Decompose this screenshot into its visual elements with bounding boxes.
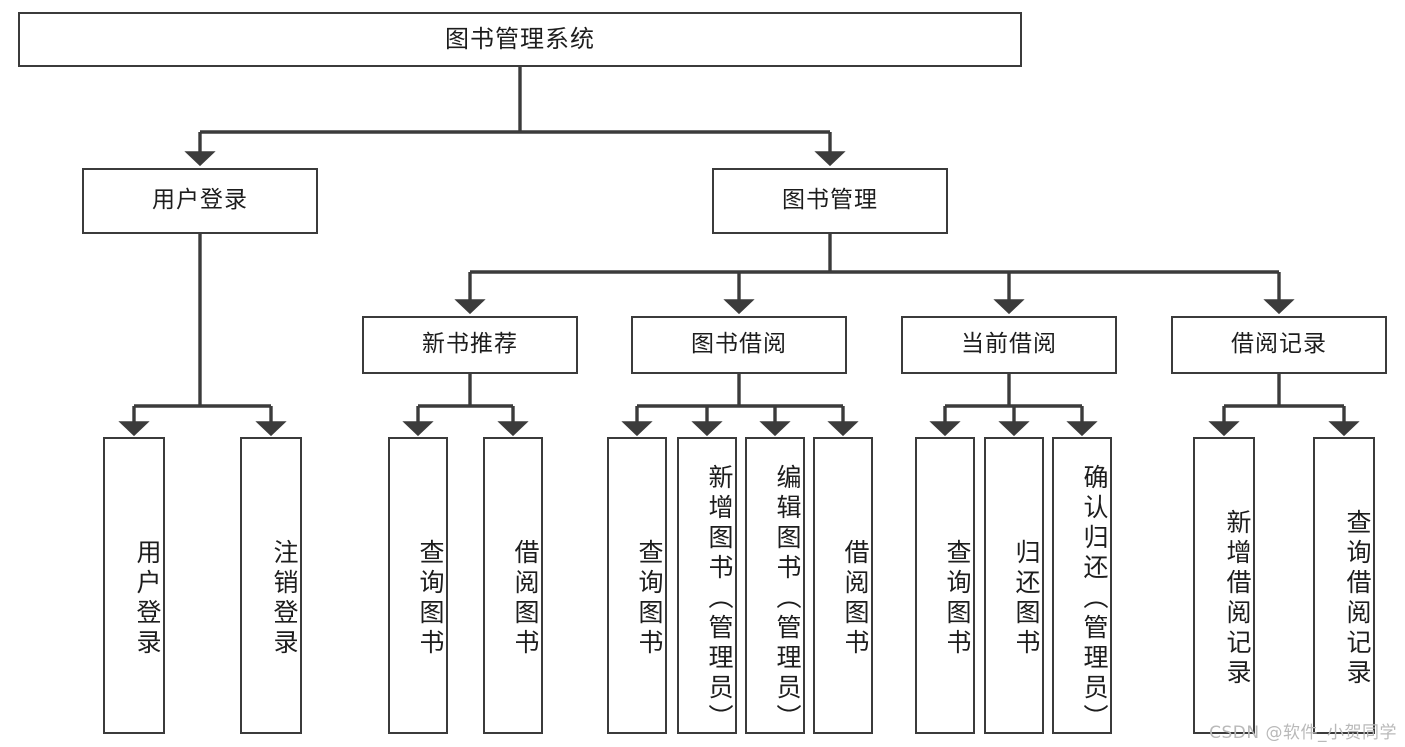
node-current-borrow[interactable]: 当前借阅 bbox=[901, 316, 1117, 374]
node-leaf-query-book-3[interactable]: 查询图书 bbox=[915, 437, 975, 734]
node-new-book-recommend[interactable]: 新书推荐 bbox=[362, 316, 578, 374]
node-label: 归还图书 bbox=[1012, 538, 1041, 659]
node-label: 查询图书 bbox=[943, 538, 972, 659]
node-leaf-borrow-book-1[interactable]: 借阅图书 bbox=[483, 437, 543, 734]
node-label: 新增图书（管理员） bbox=[705, 463, 734, 734]
node-leaf-add-record[interactable]: 新增借阅记录 bbox=[1193, 437, 1255, 734]
node-label: 确认归还（管理员） bbox=[1080, 463, 1109, 734]
node-label: 查询图书 bbox=[416, 538, 445, 659]
node-book-manage[interactable]: 图书管理 bbox=[712, 168, 948, 234]
csdn-watermark: CSDN @软件_小贺同学 bbox=[1209, 723, 1397, 743]
node-label: 编辑图书（管理员） bbox=[773, 463, 802, 734]
node-leaf-borrow-book-2[interactable]: 借阅图书 bbox=[813, 437, 873, 734]
node-leaf-confirm-return[interactable]: 确认归还（管理员） bbox=[1052, 437, 1112, 734]
node-leaf-query-book-1[interactable]: 查询图书 bbox=[388, 437, 448, 734]
node-book-borrow[interactable]: 图书借阅 bbox=[631, 316, 847, 374]
node-label: 用户登录 bbox=[133, 538, 162, 659]
node-label: 查询图书 bbox=[635, 538, 664, 659]
node-leaf-query-record[interactable]: 查询借阅记录 bbox=[1313, 437, 1375, 734]
node-leaf-user-login[interactable]: 用户登录 bbox=[103, 437, 165, 734]
node-user-login[interactable]: 用户登录 bbox=[82, 168, 318, 234]
node-leaf-return-book[interactable]: 归还图书 bbox=[984, 437, 1044, 734]
node-label: 新增借阅记录 bbox=[1223, 508, 1252, 689]
node-leaf-query-book-2[interactable]: 查询图书 bbox=[607, 437, 667, 734]
node-borrow-record[interactable]: 借阅记录 bbox=[1171, 316, 1387, 374]
node-leaf-edit-book[interactable]: 编辑图书（管理员） bbox=[745, 437, 805, 734]
node-label: 注销登录 bbox=[270, 538, 299, 659]
node-label: 查询借阅记录 bbox=[1343, 508, 1372, 689]
node-leaf-add-book[interactable]: 新增图书（管理员） bbox=[677, 437, 737, 734]
node-leaf-logout[interactable]: 注销登录 bbox=[240, 437, 302, 734]
node-label: 借阅图书 bbox=[841, 538, 870, 659]
node-root[interactable]: 图书管理系统 bbox=[18, 12, 1022, 67]
node-label: 借阅图书 bbox=[511, 538, 540, 659]
